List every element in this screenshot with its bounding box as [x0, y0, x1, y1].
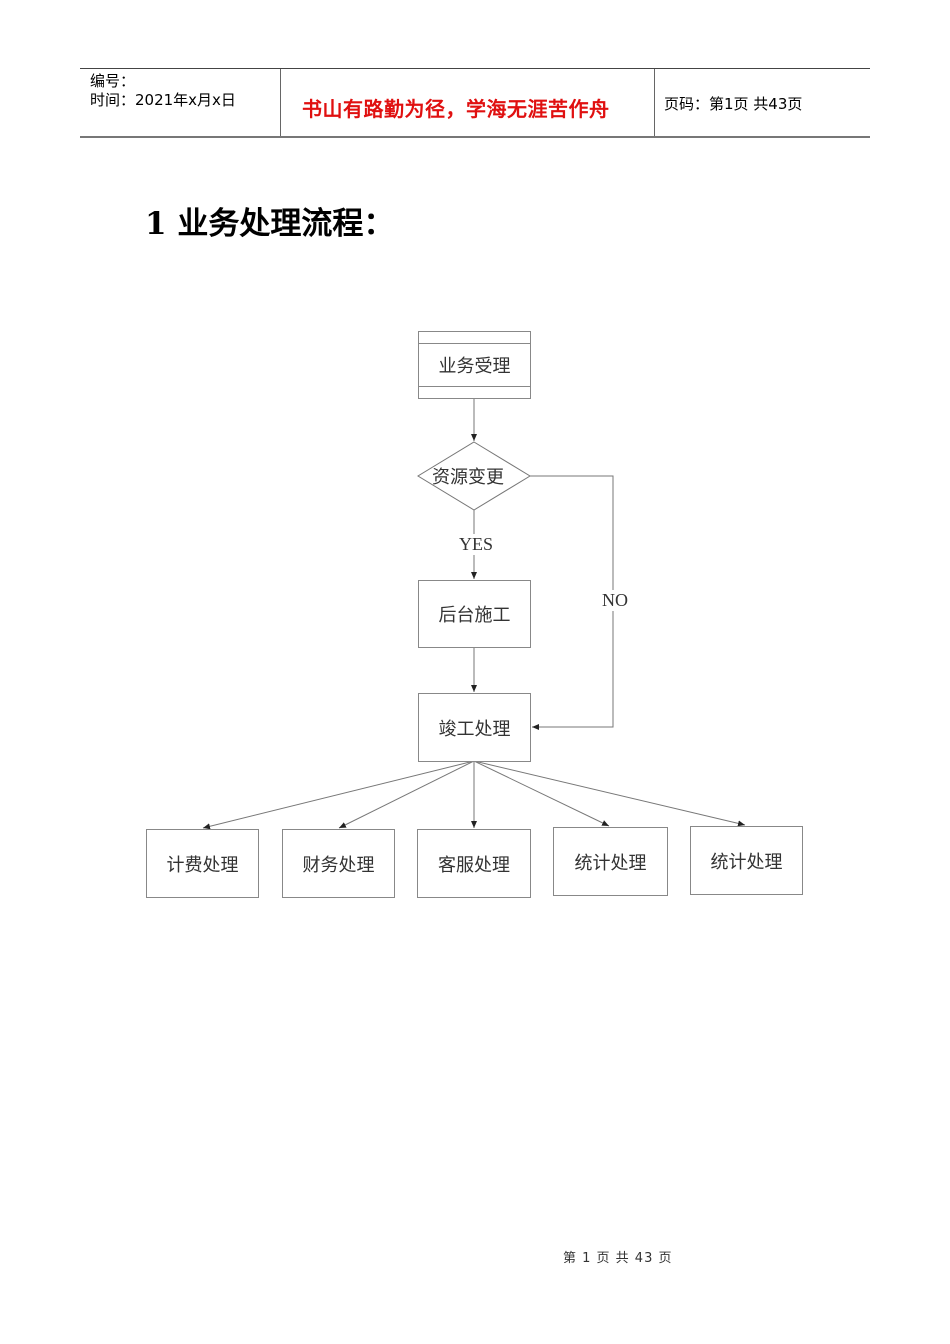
backend-label: 后台施工 — [438, 605, 511, 626]
output-box: 统计处理 — [553, 827, 668, 896]
header-divider — [654, 69, 655, 136]
output-box: 客服处理 — [417, 829, 531, 898]
document-number: 编号： — [90, 72, 136, 90]
header-divider — [280, 69, 281, 136]
decision-label: 资源变更 — [432, 467, 504, 488]
output-label: 统计处理 — [710, 851, 783, 873]
arrow-to-output-1 — [202, 760, 475, 830]
page-footer: 第 1 页 共 43 页 — [563, 1251, 673, 1266]
output-label: 财务处理 — [302, 854, 375, 876]
start-label: 业务受理 — [438, 356, 511, 377]
arrow-to-output-5 — [473, 760, 746, 827]
header-page-info: 页码：第1页 共43页 — [664, 95, 803, 113]
output-label: 计费处理 — [166, 854, 239, 876]
no-label: NO — [601, 590, 629, 611]
completion-label: 竣工处理 — [438, 718, 511, 740]
yes-label: YES — [458, 534, 495, 555]
header-motto: 书山有路勤为径，学海无涯苦作舟 — [302, 97, 610, 121]
output-box: 计费处理 — [146, 829, 259, 898]
start-box: 业务受理 — [418, 331, 531, 399]
page-header: 编号： 时间：2021年x月x日 书山有路勤为径，学海无涯苦作舟 页码：第1页 … — [80, 68, 870, 138]
document-date: 时间：2021年x月x日 — [90, 91, 236, 109]
arrow-to-output-2 — [338, 760, 475, 829]
output-label: 客服处理 — [438, 854, 510, 876]
output-box: 统计处理 — [690, 826, 803, 895]
section-heading: 1 业务处理流程： — [145, 206, 395, 242]
backend-box: 后台施工 — [418, 580, 531, 648]
arrow-to-output-4 — [473, 760, 610, 827]
completion-box: 竣工处理 — [418, 693, 531, 762]
output-label: 统计处理 — [574, 852, 647, 874]
output-box: 财务处理 — [282, 829, 395, 898]
